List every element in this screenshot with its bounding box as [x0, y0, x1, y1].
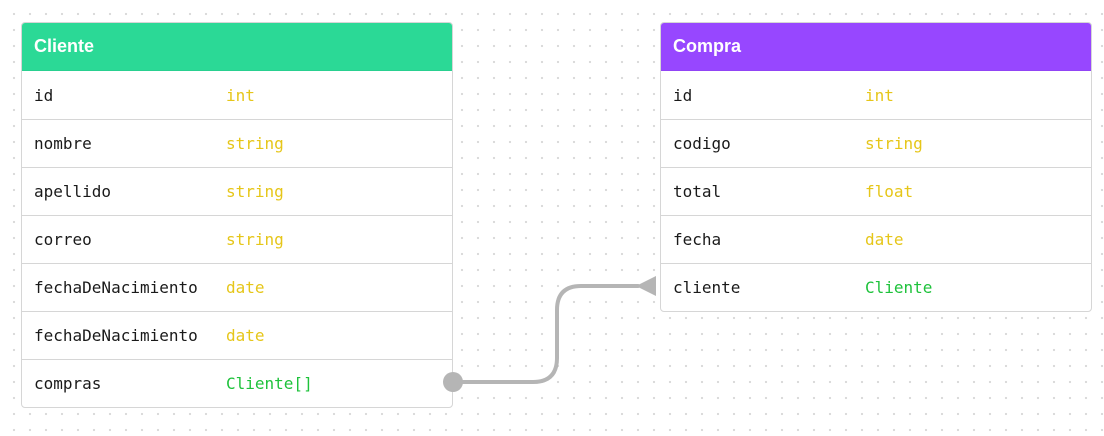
field-row-apellido[interactable]: apellido string	[22, 167, 452, 215]
field-row-codigo[interactable]: codigo string	[661, 119, 1091, 167]
field-row-nombre[interactable]: nombre string	[22, 119, 452, 167]
field-type: Cliente	[865, 278, 933, 297]
entity-title: Compra	[673, 36, 742, 56]
field-row-id[interactable]: id int	[22, 71, 452, 119]
field-list: id int nombre string apellido string cor…	[22, 71, 452, 407]
field-row-fecha-de-nacimiento[interactable]: fechaDeNacimiento date	[22, 263, 452, 311]
field-name: nombre	[34, 134, 92, 153]
entity-header: Cliente	[22, 23, 452, 71]
entity-cliente[interactable]: Cliente id int nombre string apellido st…	[21, 22, 453, 408]
field-name: fechaDeNacimiento	[34, 326, 198, 345]
field-type: Cliente[]	[226, 374, 313, 393]
field-list: id int codigo string total float fecha d…	[661, 71, 1091, 311]
field-type: string	[226, 182, 284, 201]
field-name: fechaDeNacimiento	[34, 278, 198, 297]
field-type: string	[226, 230, 284, 249]
field-type: float	[865, 182, 914, 201]
field-name: compras	[34, 374, 102, 393]
relationship-line[interactable]	[451, 284, 640, 384]
entity-header: Compra	[661, 23, 1091, 71]
field-type: int	[226, 85, 255, 105]
field-row-total[interactable]: total float	[661, 167, 1091, 215]
field-type: int	[865, 85, 894, 105]
field-name: cliente	[673, 278, 741, 297]
field-row-compras[interactable]: compras Cliente[]	[22, 359, 452, 407]
field-type: date	[865, 230, 904, 249]
field-row-correo[interactable]: correo string	[22, 215, 452, 263]
field-name: id	[673, 85, 693, 105]
field-type: string	[226, 134, 284, 153]
field-name: codigo	[673, 134, 731, 153]
field-type: date	[226, 278, 265, 297]
field-type: string	[865, 134, 923, 153]
relationship-end-arrow-icon[interactable]	[636, 276, 656, 296]
entity-compra[interactable]: Compra id int codigo string total float …	[660, 22, 1092, 312]
field-name: id	[34, 85, 54, 105]
field-row-cliente[interactable]: cliente Cliente	[661, 263, 1091, 311]
field-type: date	[226, 326, 265, 345]
field-row-fecha[interactable]: fecha date	[661, 215, 1091, 263]
field-name: apellido	[34, 182, 112, 201]
field-row-id[interactable]: id int	[661, 71, 1091, 119]
field-name: correo	[34, 230, 92, 249]
entity-title: Cliente	[34, 36, 95, 56]
field-name: fecha	[673, 230, 722, 249]
field-name: total	[673, 182, 722, 201]
field-row-fecha-de-nacimiento[interactable]: fechaDeNacimiento date	[22, 311, 452, 359]
